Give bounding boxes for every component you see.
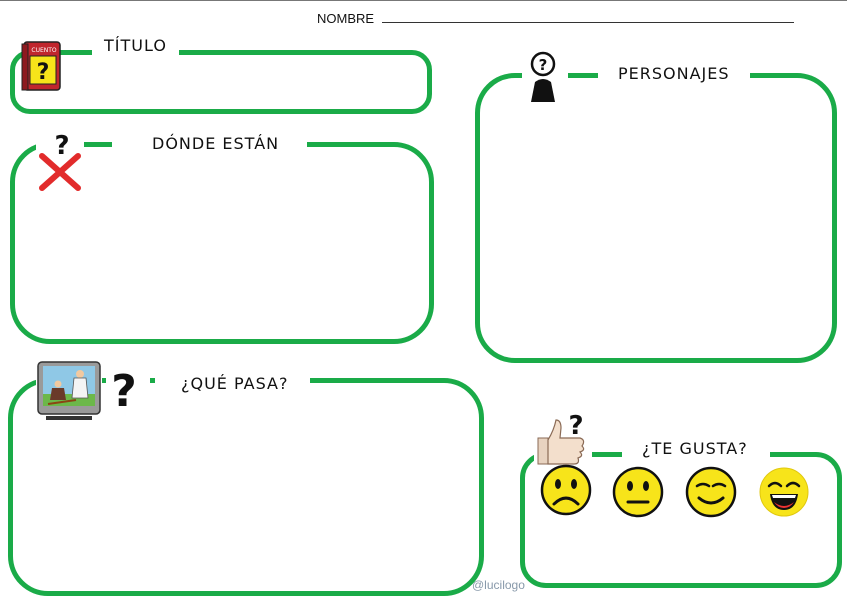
- svg-text:?: ?: [54, 131, 69, 161]
- name-blank[interactable]: [381, 10, 794, 23]
- face-laughing-icon[interactable]: [758, 466, 810, 518]
- name-line: NOMBRE: [317, 10, 794, 26]
- svg-text:?: ?: [568, 411, 583, 441]
- title-box[interactable]: [10, 50, 432, 114]
- face-neutral-icon[interactable]: [612, 466, 664, 518]
- svg-text:?: ?: [539, 56, 548, 74]
- no-question-icon: ?: [36, 130, 84, 192]
- what-happens-label: ¿QUÉ PASA?: [155, 374, 311, 394]
- like-label: ¿TE GUSTA?: [622, 439, 770, 459]
- top-rule: [0, 0, 847, 1]
- characters-box[interactable]: [475, 73, 837, 363]
- face-content-icon[interactable]: [685, 466, 737, 518]
- svg-text:?: ?: [111, 366, 137, 414]
- svg-text:?: ?: [37, 60, 50, 85]
- tv-scene-icon: [36, 360, 102, 422]
- face-sad-icon[interactable]: [540, 464, 592, 516]
- where-label: DÓNDE ESTÁN: [112, 134, 308, 154]
- characters-label: PERSONAJES: [598, 64, 750, 84]
- book-title-text: CUENTO: [31, 47, 57, 54]
- person-question-icon: ?: [522, 50, 568, 104]
- name-label: NOMBRE: [317, 11, 375, 26]
- thumbs-up-question-icon: ?: [534, 408, 592, 468]
- question-mark-icon: ?: [106, 362, 150, 417]
- book-icon: CUENTO ?: [20, 36, 64, 96]
- watermark: @lucilogo: [472, 578, 525, 592]
- title-label: TÍTULO: [92, 36, 179, 56]
